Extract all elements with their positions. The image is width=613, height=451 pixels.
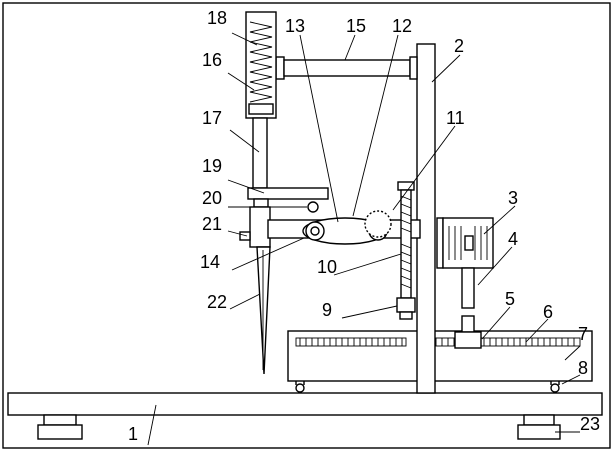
callouts: 1 2 3 4 5 6 7 8 9 10 11 12 13 14 15 16 1… [128,8,600,444]
callout-1: 1 [128,424,138,444]
callout-7: 7 [578,324,588,344]
wheel-left [295,381,305,393]
callout-23: 23 [580,414,600,434]
left-foot [37,414,83,440]
rack-teeth [299,338,575,346]
screw-top-bearing [397,181,415,191]
small-roller [307,201,319,213]
saw-blade [256,246,271,375]
spring-coils [249,21,273,103]
guide-sleeve [249,206,271,248]
left-pulley [305,221,325,241]
callout-11: 11 [446,108,465,128]
callout-13: 13 [285,16,305,36]
callout-5: 5 [505,289,515,309]
rack-left [295,337,407,347]
spring-cylinder [245,11,277,119]
locking-knob [239,231,251,241]
vertical-rod [252,117,268,189]
callout-9: 9 [322,300,332,320]
callout-16: 16 [202,50,222,70]
callout-20: 20 [202,188,222,208]
motor-window [464,235,474,251]
drive-gear [364,210,392,238]
leader-lines [147,32,581,446]
pinion-gear [454,331,482,349]
callout-22: 22 [207,292,227,312]
motor-shaft [461,267,475,309]
callout-15: 15 [346,16,366,36]
base-plate [7,392,603,416]
vertical-column [416,43,436,394]
wheel-right [550,381,560,393]
slide-box [287,330,593,382]
right-foot [517,414,561,440]
callout-3: 3 [508,188,518,208]
callout-21: 21 [202,214,222,234]
callout-18: 18 [207,8,227,28]
beam-end-right [409,56,418,80]
callout-19: 19 [202,156,222,176]
upper-arm [247,187,329,200]
callout-6: 6 [543,302,553,322]
spring-piston [248,103,274,115]
motor-bracket [436,217,444,269]
callout-10: 10 [317,257,337,277]
beam-end-left [275,56,285,80]
bottom-bearing [396,297,416,313]
callout-2: 2 [454,36,464,56]
arm-joint [253,198,269,208]
callout-14: 14 [200,252,220,272]
callout-4: 4 [508,229,518,249]
callout-12: 12 [392,16,412,36]
callout-8: 8 [578,358,588,378]
callout-17: 17 [202,108,222,128]
